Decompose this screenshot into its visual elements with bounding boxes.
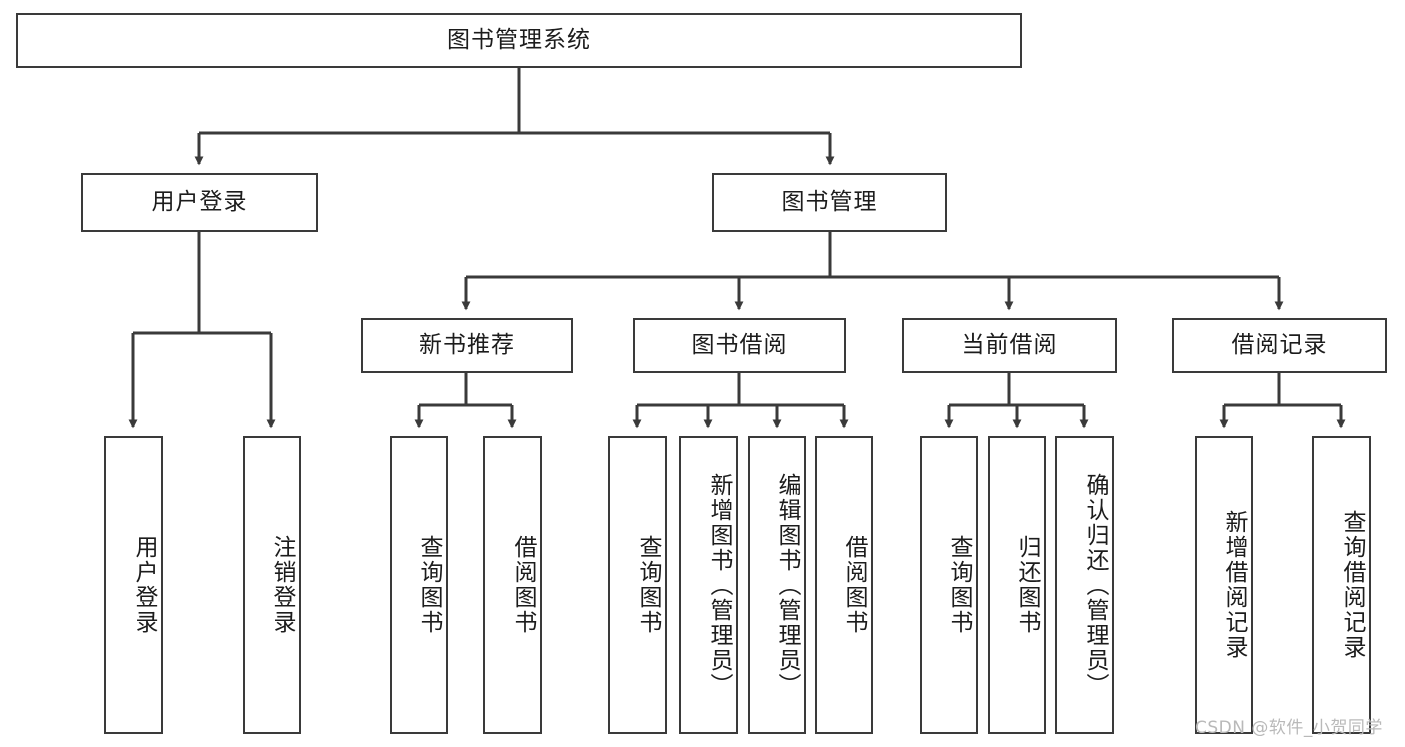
node-leaf-query-borrow-record[interactable]: 查询借阅记录	[1312, 436, 1371, 734]
node-root-label: 图书管理系统	[447, 26, 591, 53]
node-leaf-query-book-1-label: 查询图书	[416, 535, 442, 635]
node-leaf-user-login[interactable]: 用户登录	[104, 436, 163, 734]
node-borrow-record[interactable]: 借阅记录	[1172, 318, 1387, 373]
node-leaf-borrow-book-2[interactable]: 借阅图书	[815, 436, 873, 734]
node-current-borrow[interactable]: 当前借阅	[902, 318, 1117, 373]
node-leaf-borrow-book-2-label: 借阅图书	[841, 535, 867, 635]
node-leaf-logout-label: 注销登录	[269, 535, 295, 635]
node-leaf-query-book-3[interactable]: 查询图书	[920, 436, 978, 734]
node-leaf-add-book[interactable]: 新增图书（管理员）	[679, 436, 738, 734]
node-leaf-query-book-2[interactable]: 查询图书	[608, 436, 667, 734]
node-leaf-query-borrow-record-label: 查询借阅记录	[1339, 510, 1365, 660]
node-leaf-logout[interactable]: 注销登录	[243, 436, 301, 734]
node-leaf-add-borrow-record-label: 新增借阅记录	[1221, 510, 1247, 660]
node-user-login[interactable]: 用户登录	[81, 173, 318, 232]
node-book-manage-label: 图书管理	[781, 188, 878, 215]
node-book-manage[interactable]: 图书管理	[712, 173, 947, 232]
node-leaf-return-book-label: 归还图书	[1014, 535, 1040, 635]
node-leaf-borrow-book-1-label: 借阅图书	[510, 535, 536, 635]
node-new-book-recommend-label: 新书推荐	[419, 331, 515, 358]
node-leaf-add-borrow-record[interactable]: 新增借阅记录	[1195, 436, 1253, 734]
node-borrow-record-label: 借阅记录	[1231, 331, 1328, 358]
node-new-book-recommend[interactable]: 新书推荐	[361, 318, 573, 373]
node-current-borrow-label: 当前借阅	[961, 331, 1058, 358]
node-book-borrow-label: 图书借阅	[691, 331, 788, 358]
node-leaf-confirm-return[interactable]: 确认归还（管理员）	[1055, 436, 1114, 734]
node-leaf-confirm-return-label: 确认归还（管理员）	[1082, 472, 1108, 698]
node-leaf-user-login-label: 用户登录	[131, 535, 157, 635]
node-user-login-label: 用户登录	[151, 188, 248, 215]
node-root-system[interactable]: 图书管理系统	[16, 13, 1022, 68]
node-book-borrow[interactable]: 图书借阅	[633, 318, 846, 373]
node-leaf-borrow-book-1[interactable]: 借阅图书	[483, 436, 542, 734]
node-leaf-add-book-label: 新增图书（管理员）	[706, 472, 732, 698]
node-leaf-query-book-2-label: 查询图书	[635, 535, 661, 635]
node-leaf-edit-book[interactable]: 编辑图书（管理员）	[748, 436, 806, 734]
node-leaf-return-book[interactable]: 归还图书	[988, 436, 1046, 734]
node-leaf-query-book-3-label: 查询图书	[946, 535, 972, 635]
node-leaf-edit-book-label: 编辑图书（管理员）	[774, 472, 800, 698]
node-leaf-query-book-1[interactable]: 查询图书	[390, 436, 448, 734]
csdn-watermark: CSDN @软件_小贺同学	[1195, 718, 1383, 738]
